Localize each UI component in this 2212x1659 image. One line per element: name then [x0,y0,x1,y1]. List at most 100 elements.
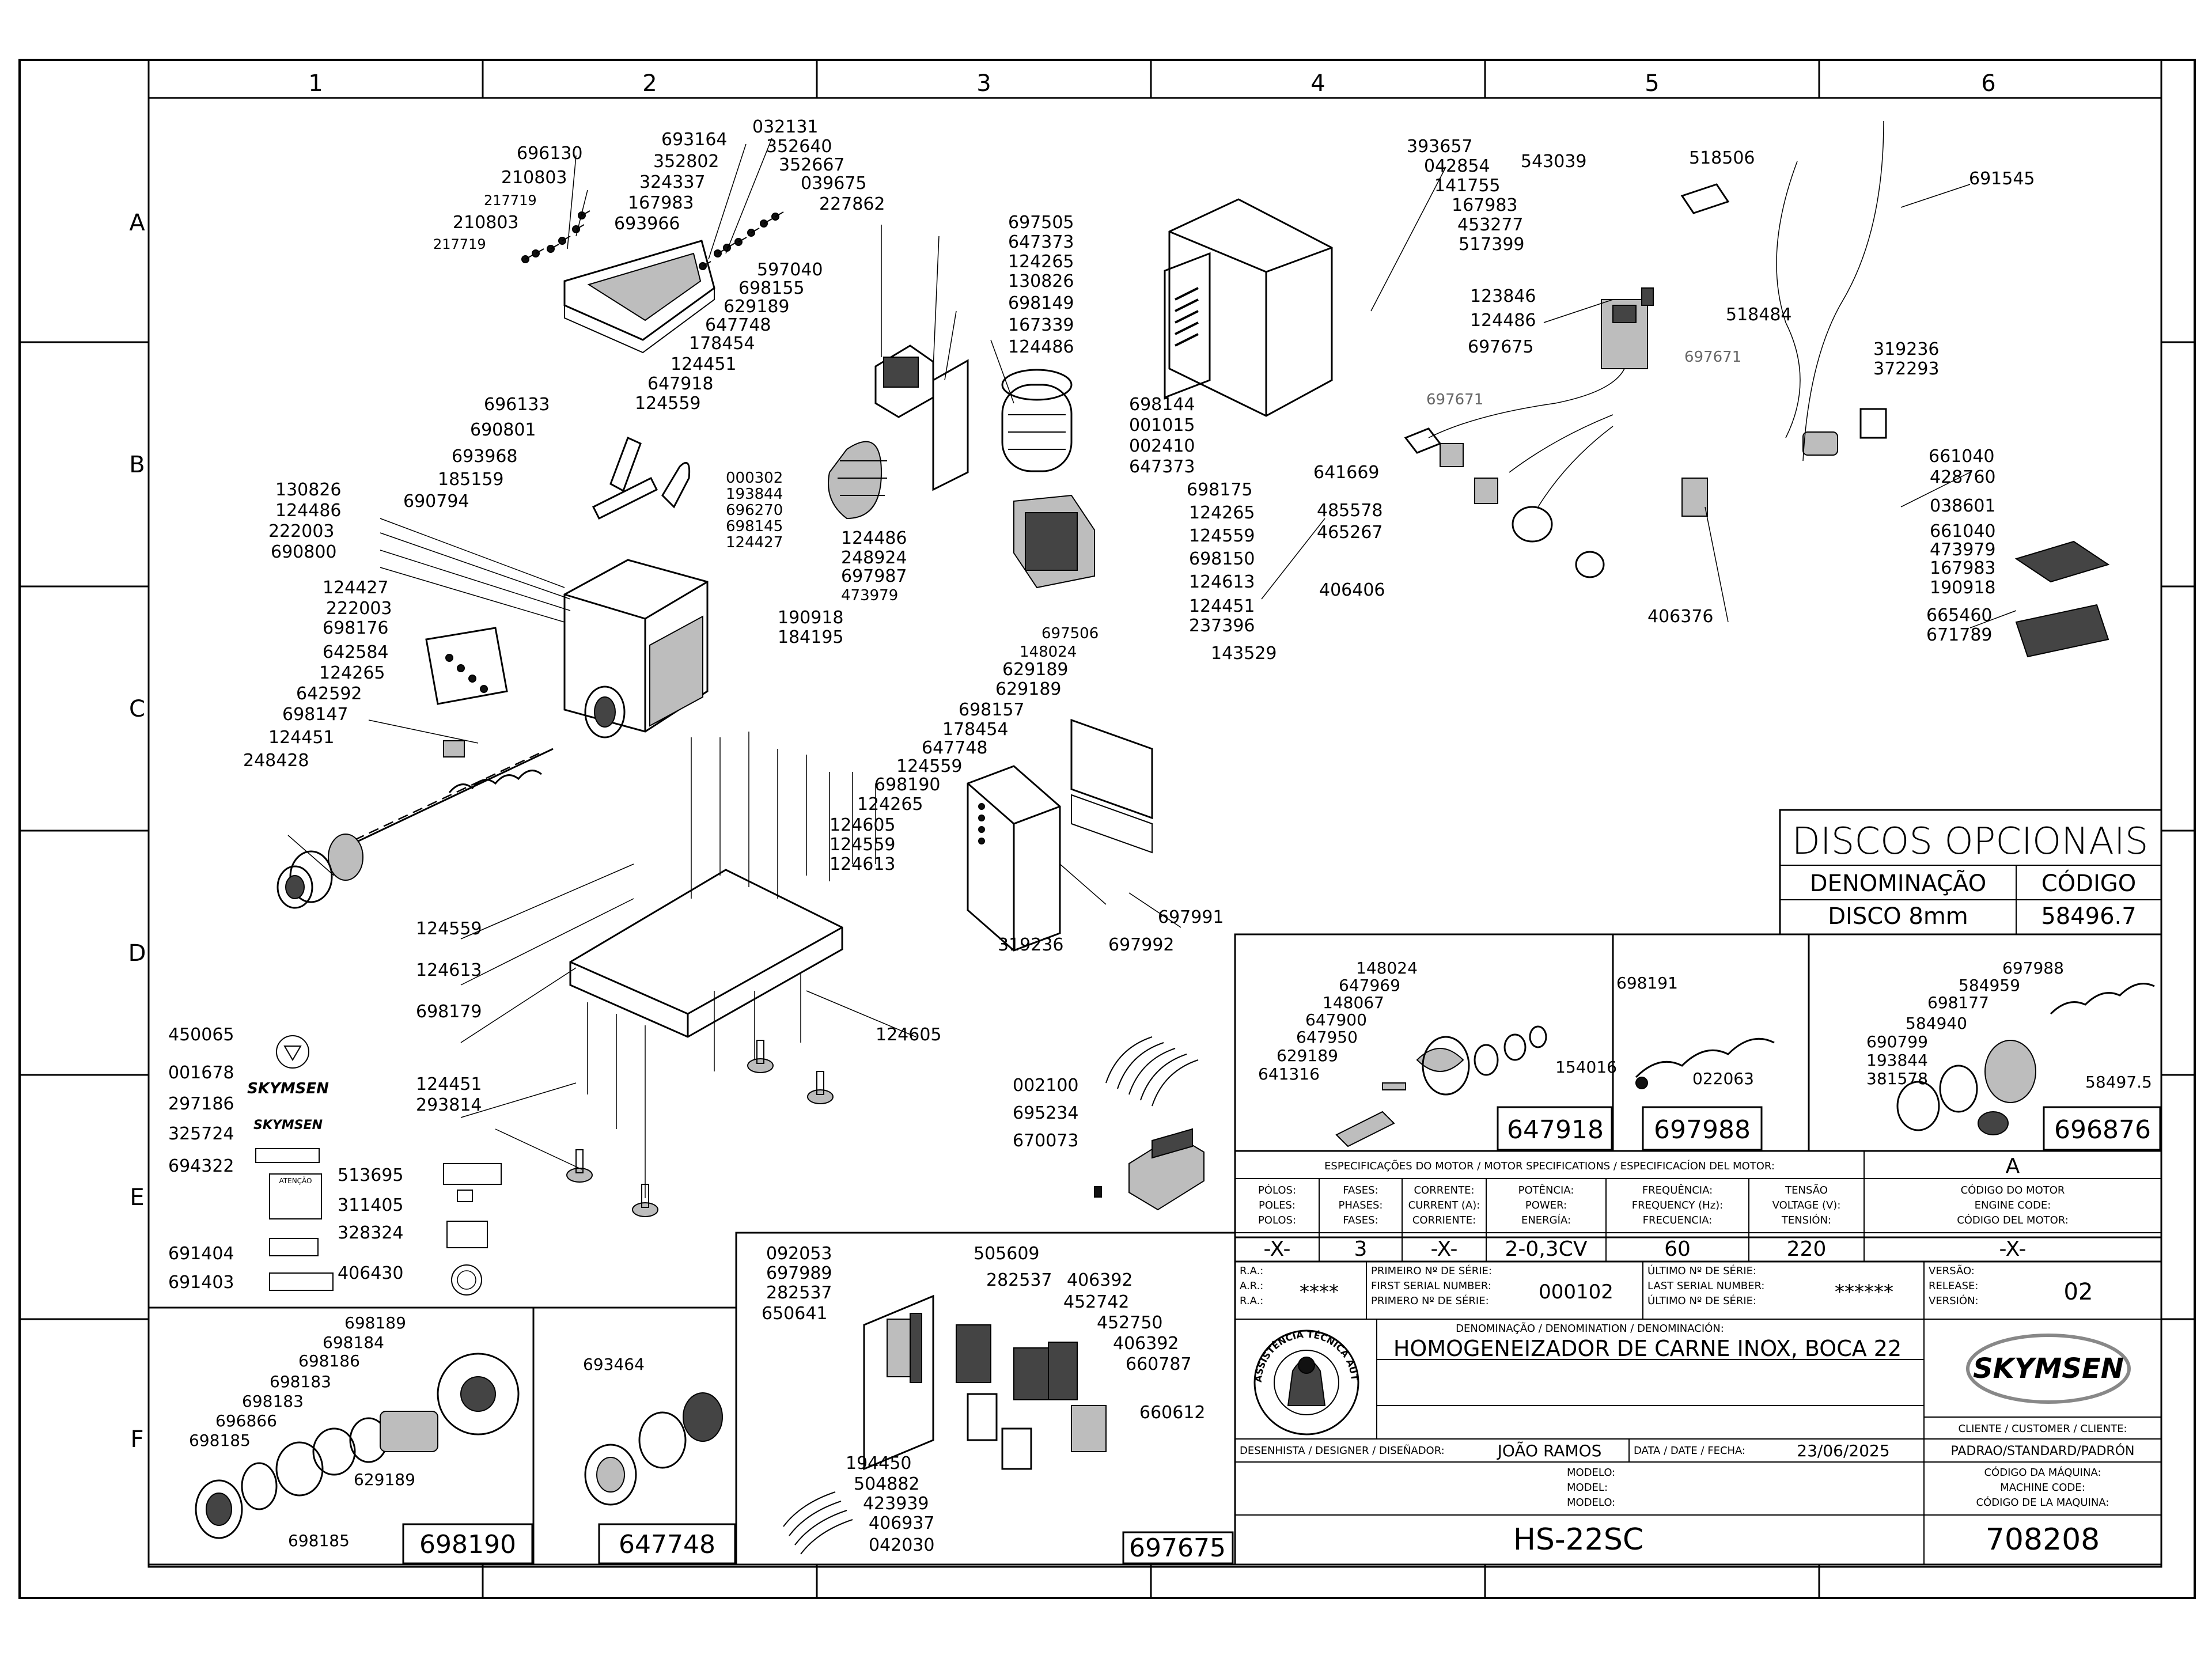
callout: 210803 [501,168,567,188]
callout: 584940 [1906,1014,1967,1033]
machine-code-value: 708208 [1986,1522,2100,1557]
callout: 227862 [819,194,885,214]
callout: 698149 [1008,293,1074,313]
callout: 248428 [243,751,309,771]
callout: 222003 [326,599,392,619]
callout: 642592 [296,684,362,704]
callout: 311405 [338,1195,404,1215]
callout: 381578 [1866,1069,1928,1088]
callout: 406406 [1319,580,1385,600]
version-label-2: RELEASE: [1929,1280,1978,1292]
motor-h-power-2: POWER: [1525,1199,1567,1211]
motor-h-poles-2: POLES: [1259,1199,1296,1211]
callout: 698155 [738,278,805,298]
callout: 237396 [1189,616,1255,636]
callout: 124605 [830,815,896,835]
motor-h-current-2: CURRENT (A): [1408,1199,1480,1211]
callout: 465267 [1317,522,1383,543]
callout: 698157 [959,700,1025,720]
callout: 124451 [1189,596,1255,616]
motor-v-voltage: 220 [1787,1237,1827,1261]
callout: 002410 [1129,436,1195,456]
callout: 352802 [653,151,719,172]
callout: 452750 [1097,1313,1163,1333]
callout: 473979 [841,587,898,604]
ra-label-3: R.A.: [1240,1295,1263,1307]
callout: 671789 [1926,625,1993,645]
callout: 661040 [1929,446,1995,467]
callout: 022063 [1692,1069,1754,1088]
detail-647748-code: 647748 [619,1530,715,1559]
last-serial-value: ****** [1835,1281,1893,1304]
callout: 124265 [857,794,923,815]
detail-697675-box: 697675 [735,1232,1236,1566]
motor-h-freq-3: FRECUENCIA: [1643,1214,1713,1226]
callout: 647900 [1305,1010,1367,1029]
callout: 124427 [726,534,783,551]
callout: 124451 [671,354,737,374]
callout: 642584 [323,642,389,662]
discos-opcionais-table: DISCOS OPCIONAIS DENOMINAÇÃO CÓDIGO DISC… [1779,809,2162,935]
callout: 697506 [1041,625,1099,642]
callout: 222003 [268,521,335,541]
callout: 193844 [726,486,783,503]
grid-col-1: 1 [308,70,323,97]
callout: 190918 [1930,578,1996,598]
callout: 697991 [1158,907,1224,927]
detail-696876-box: 696876 [1808,933,2162,1152]
rubber-feet [566,1040,834,1217]
callout: 038601 [1930,496,1996,516]
callout: 453277 [1457,215,1524,235]
callout: 124559 [635,393,701,414]
callout: 698191 [1616,974,1678,993]
sticker-skymsen-logo-2: SKYMSEN [253,1118,323,1132]
callout: 543039 [1521,151,1587,172]
misc-parts [783,1036,1205,1555]
detail-647918-code: 647918 [1507,1115,1604,1145]
callout: 148067 [1323,993,1384,1012]
callout: 698144 [1129,395,1195,415]
motor-h-code-3: CÓDIGO DEL MOTOR: [1957,1214,2069,1226]
callout: 143529 [1211,643,1277,664]
callout: 002100 [1013,1075,1079,1096]
callout: 324337 [639,172,706,192]
body-housing [563,559,709,738]
callout: 406376 [1647,607,1714,627]
motor-cover [1164,198,1333,417]
callout: 629189 [354,1470,415,1489]
grid-columns: 1 2 3 4 5 6 [308,60,1996,1598]
callout: 372293 [1873,359,1940,379]
callout: 697988 [2002,959,2064,978]
callout: 217719 [484,192,537,209]
callout: 124613 [830,854,896,874]
callout: 124559 [1189,526,1255,546]
motor-spec-table: ESPECIFICAÇÕES DO MOTOR / MOTOR SPECIFIC… [1234,1150,2162,1262]
callout: 042854 [1424,156,1490,176]
callout: 124605 [876,1025,942,1045]
callout: 124613 [1189,572,1255,592]
handle-part [592,436,691,520]
callout: 690799 [1866,1032,1928,1051]
motor-v-code: -X- [1999,1237,2026,1261]
ra-label-2: A.R.: [1240,1280,1263,1292]
detail-647918-box: 647918 [1234,933,1614,1152]
side-plate [425,627,508,705]
callout: 148024 [1020,643,1077,661]
callout: 042030 [869,1535,935,1555]
first-serial-value: 000102 [1539,1281,1613,1304]
motor-h-poles-3: POLOS: [1258,1214,1296,1226]
callout: 641316 [1258,1065,1320,1084]
callout: 248924 [841,548,907,568]
callout: 697992 [1108,935,1175,955]
callout: 450065 [168,1025,234,1045]
callout: 406392 [1067,1270,1133,1290]
callout: 178454 [942,719,1009,740]
callout: 352640 [766,137,832,157]
last-serial-label-2: LAST SERIAL NUMBER: [1647,1280,1764,1292]
discos-title: DISCOS OPCIONAIS [1792,820,2149,863]
motor-h-current-1: CORRENTE: [1414,1184,1474,1196]
motor-h-phases-3: FASES: [1343,1214,1378,1226]
motor-h-voltage-2: VOLTAGE (V): [1772,1199,1841,1211]
callout: 154016 [1555,1058,1617,1077]
version-label-3: VERSIÓN: [1929,1294,1979,1307]
